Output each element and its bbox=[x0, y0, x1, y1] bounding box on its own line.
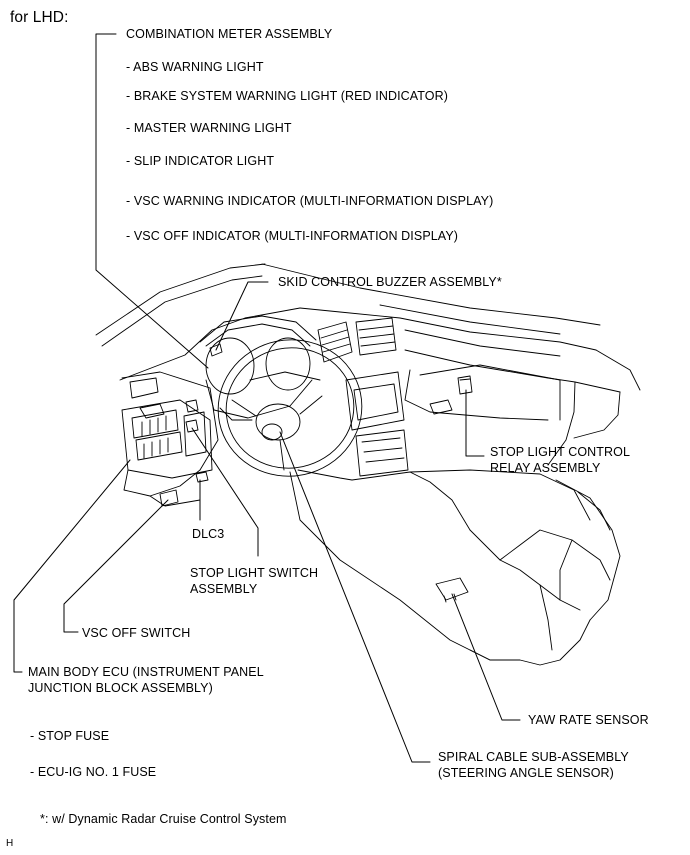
steering-wheel bbox=[217, 339, 363, 477]
yaw-rate-sensor-part bbox=[435, 577, 469, 603]
leader-main-body-ecu bbox=[13, 459, 131, 673]
meter-item-master: - MASTER WARNING LIGHT bbox=[126, 121, 292, 135]
meter-item-abs: - ABS WARNING LIGHT bbox=[126, 60, 264, 74]
leader-lines bbox=[13, 33, 521, 763]
spiral-cable-label-line1: SPIRAL CABLE SUB-ASSEMBLY bbox=[438, 750, 629, 764]
combination-meter-title: COMBINATION METER ASSEMBLY bbox=[126, 27, 333, 41]
dlc3-connector-part bbox=[195, 471, 209, 483]
skid-buzzer-part bbox=[209, 343, 223, 357]
fuse-stop: - STOP FUSE bbox=[30, 729, 110, 743]
stop-light-relay-label-line2: RELAY ASSEMBLY bbox=[490, 461, 601, 475]
stop-light-relay-label-line1: STOP LIGHT CONTROL bbox=[490, 445, 631, 459]
stop-light-switch-part bbox=[185, 419, 199, 433]
instrument-cluster bbox=[199, 315, 317, 421]
glove-box bbox=[419, 364, 561, 421]
main-body-ecu-label-line1: MAIN BODY ECU (INSTRUMENT PANEL bbox=[28, 665, 264, 679]
main-body-ecu-label-line2: JUNCTION BLOCK ASSEMBLY) bbox=[28, 681, 213, 695]
yaw-rate-sensor-label: YAW RATE SENSOR bbox=[528, 713, 649, 727]
footnote: *: w/ Dynamic Radar Cruise Control Syste… bbox=[40, 812, 287, 826]
meter-item-vsc-warning: - VSC WARNING INDICATOR (MULTI-INFORMATI… bbox=[126, 194, 494, 208]
leader-stop-light-switch bbox=[191, 427, 259, 557]
skid-buzzer-label: SKID CONTROL BUZZER ASSEMBLY* bbox=[278, 275, 502, 289]
spiral-cable-label-line2: (STEERING ANGLE SENSOR) bbox=[438, 766, 614, 780]
lhd-variant-label: for LHD: bbox=[10, 9, 69, 26]
meter-item-slip: - SLIP INDICATOR LIGHT bbox=[126, 154, 275, 168]
dlc3-label: DLC3 bbox=[192, 527, 225, 541]
left-dash-area bbox=[121, 371, 219, 507]
vsc-off-switch-label: VSC OFF SWITCH bbox=[82, 626, 191, 640]
floor-console bbox=[289, 469, 621, 666]
stop-light-switch-label-line1: STOP LIGHT SWITCH bbox=[190, 566, 319, 580]
fuse-ecu-ig-no1: - ECU-IG NO. 1 FUSE bbox=[30, 765, 157, 779]
corner-mark: H bbox=[6, 838, 14, 849]
leader-combination-meter bbox=[95, 33, 209, 369]
meter-item-brake: - BRAKE SYSTEM WARNING LIGHT (RED INDICA… bbox=[126, 89, 449, 103]
leader-spiral-cable bbox=[279, 431, 431, 763]
windshield-frame bbox=[95, 263, 601, 347]
leader-skid-buzzer bbox=[215, 281, 269, 351]
stop-light-switch-label-line2: ASSEMBLY bbox=[190, 582, 258, 596]
center-console bbox=[297, 371, 471, 531]
vsc-off-switch-part bbox=[159, 489, 179, 507]
leader-yaw-rate bbox=[451, 593, 521, 721]
meter-item-vsc-off: - VSC OFF INDICATOR (MULTI-INFORMATION D… bbox=[126, 229, 459, 243]
center-air-vents bbox=[317, 317, 397, 363]
leader-stop-light-relay bbox=[465, 389, 485, 457]
leader-vsc-off-switch bbox=[63, 499, 169, 633]
stop-light-relay-part bbox=[457, 375, 473, 395]
